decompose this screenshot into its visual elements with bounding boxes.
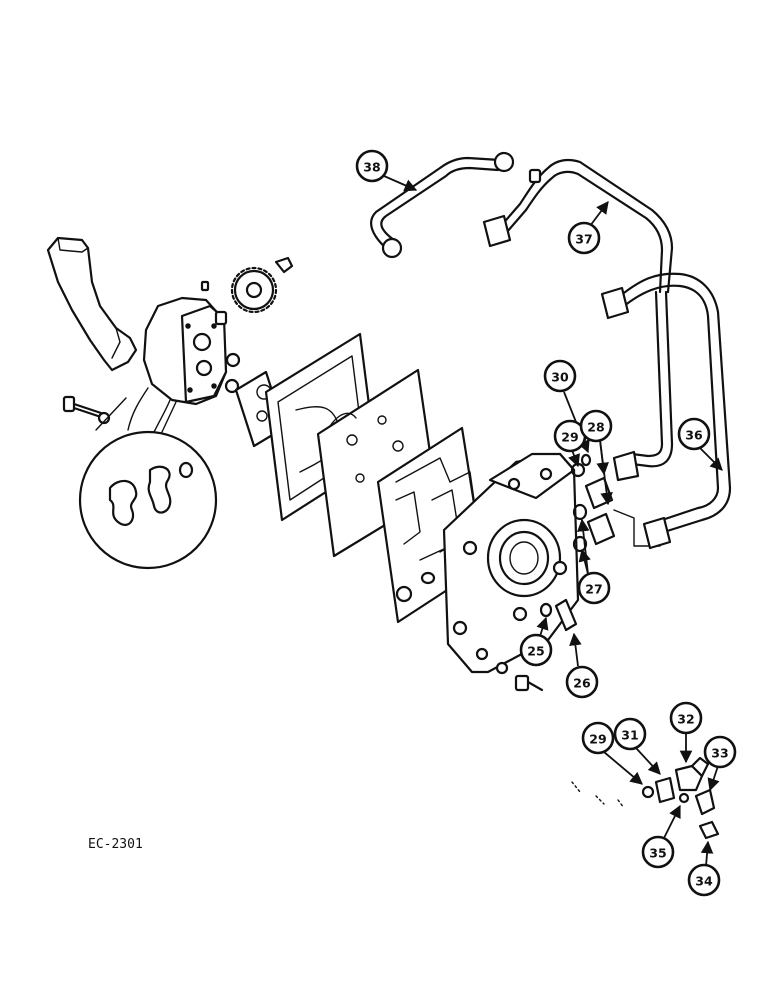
svg-text:30: 30 xyxy=(551,370,569,385)
housing-bolt xyxy=(495,661,544,692)
callout-37: 37 xyxy=(567,200,609,255)
pipe-38 xyxy=(370,151,515,259)
connection-hint xyxy=(613,509,661,547)
callout-28: 28 xyxy=(579,409,613,506)
svg-text:26: 26 xyxy=(573,676,591,691)
pump-gear xyxy=(200,256,294,314)
svg-text:33: 33 xyxy=(711,746,728,761)
svg-text:32: 32 xyxy=(677,712,694,727)
callout-38: 38 xyxy=(355,149,418,192)
callout-31: 31 xyxy=(613,717,661,775)
svg-text:37: 37 xyxy=(575,232,592,247)
detail-inset xyxy=(78,397,218,570)
mounting-bolt xyxy=(62,395,111,425)
support-bracket xyxy=(46,236,138,372)
svg-text:35: 35 xyxy=(649,846,666,861)
callout-35: 35 xyxy=(641,804,681,869)
callout-27: 27 xyxy=(576,518,611,605)
pipe-middle xyxy=(612,290,674,482)
pump-body xyxy=(127,296,228,433)
svg-text:29: 29 xyxy=(589,732,606,747)
svg-text:34: 34 xyxy=(695,874,713,889)
callout-29-upper: 29 xyxy=(553,419,587,468)
callout-25: 25 xyxy=(519,616,553,667)
callout-32: 32 xyxy=(669,701,703,764)
callout-26: 26 xyxy=(565,632,599,699)
pipe-37 xyxy=(482,158,674,294)
callout-33: 33 xyxy=(703,735,737,792)
svg-text:36: 36 xyxy=(685,428,703,443)
fitting-26 xyxy=(539,598,578,632)
svg-text:27: 27 xyxy=(585,582,602,597)
drawing-reference-code: EC-2301 xyxy=(88,837,143,852)
callout-36: 36 xyxy=(677,417,723,471)
callout-34: 34 xyxy=(687,840,721,897)
callout-29-lower: 29 xyxy=(581,721,643,785)
svg-text:38: 38 xyxy=(363,160,380,175)
svg-text:29: 29 xyxy=(561,430,578,445)
pipe-36 xyxy=(600,272,732,550)
svg-text:31: 31 xyxy=(621,728,638,743)
fitting-assembly-lower xyxy=(571,756,720,840)
svg-text:28: 28 xyxy=(587,420,604,435)
svg-text:25: 25 xyxy=(527,644,544,659)
